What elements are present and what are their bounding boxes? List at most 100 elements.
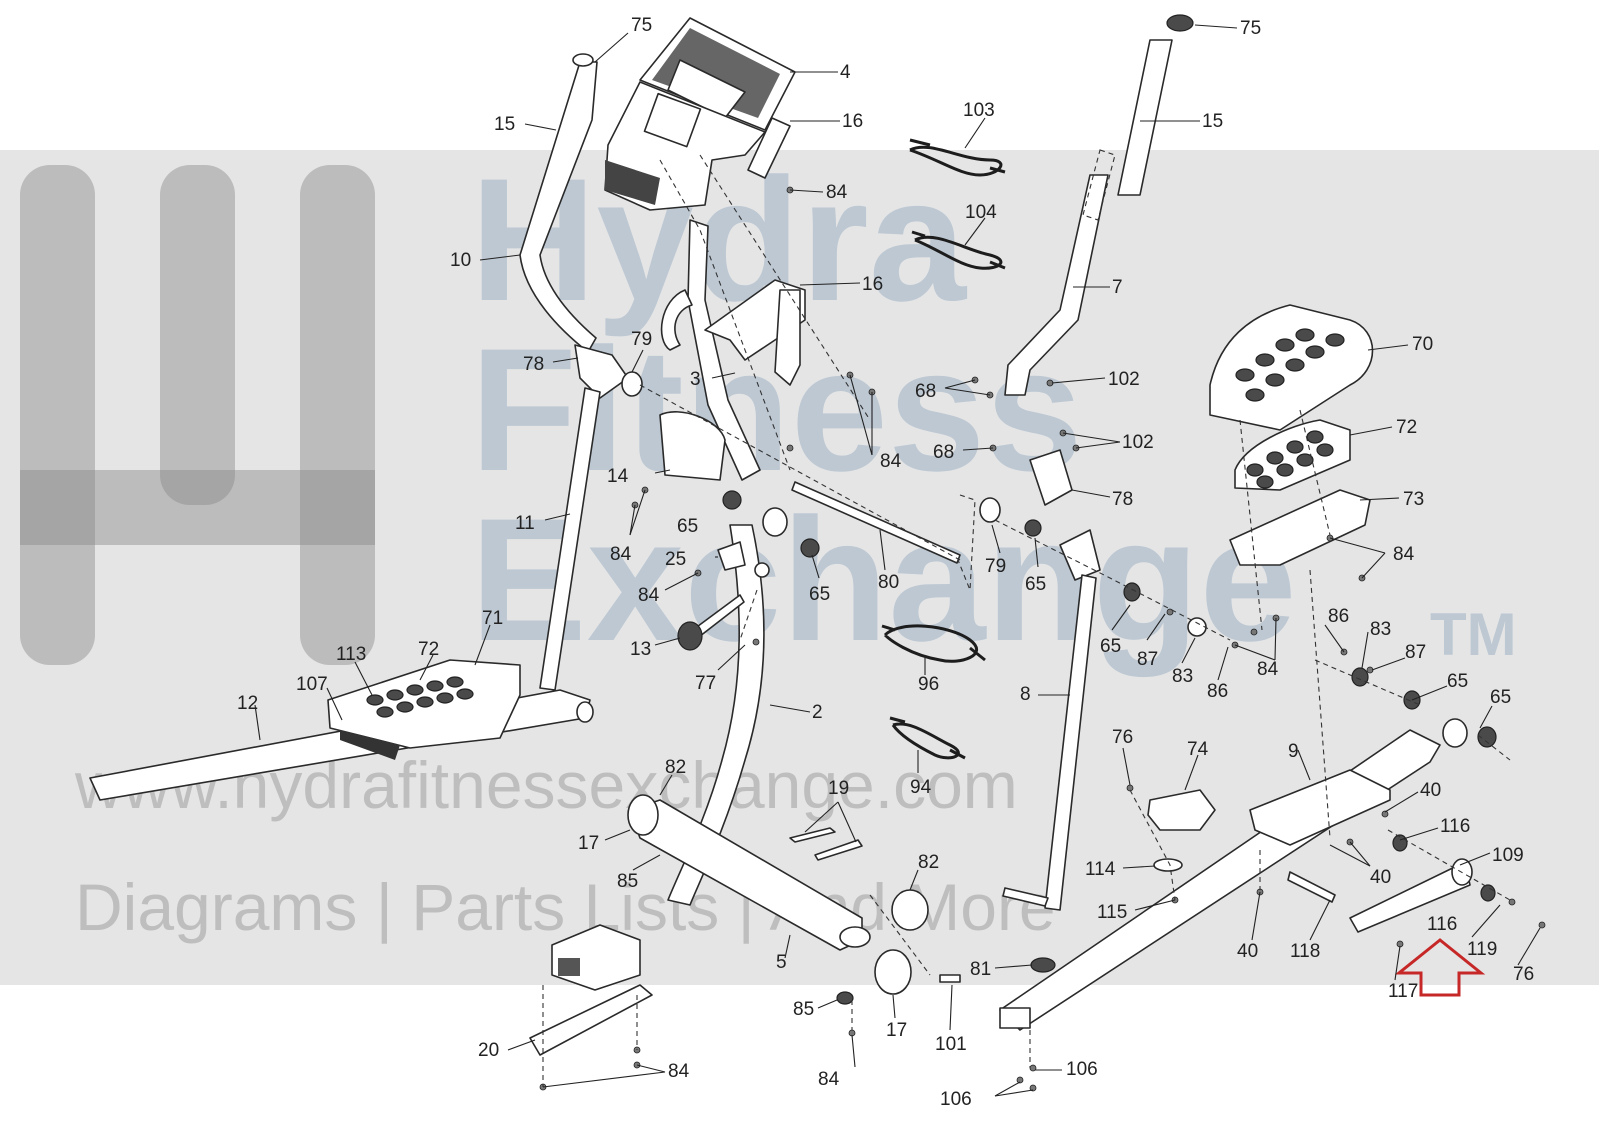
callout-84: 84 (610, 544, 632, 565)
cable-94 (889, 716, 966, 760)
upright-top-bushing (762, 507, 788, 537)
nut-65-center (1024, 519, 1042, 537)
left-pivot-78 (574, 344, 629, 399)
callout-85: 85 (617, 871, 638, 892)
watermark-logo-icon (20, 165, 375, 665)
callout-25: 25 (665, 549, 686, 570)
callout-117: 117 (1388, 981, 1418, 1002)
callout-96: 96 (918, 674, 939, 695)
callout-leaders (254, 24, 1541, 1097)
callout-84: 84 (638, 585, 660, 606)
callout-76: 76 (1112, 727, 1133, 748)
console-assembly (604, 17, 796, 211)
tube-15-hidden (1082, 149, 1116, 221)
bolt-101 (939, 974, 961, 983)
callout-106: 106 (1066, 1059, 1098, 1080)
callout-13: 13 (630, 639, 651, 660)
callout-81: 81 (970, 959, 991, 980)
callout-65: 65 (1447, 671, 1468, 692)
callout-82: 82 (918, 852, 939, 873)
right-pedal-pad-70-holes (1235, 328, 1345, 402)
knob-13 (677, 621, 703, 651)
left-arm-bushing (576, 701, 594, 723)
callout-8: 8 (1020, 684, 1031, 705)
callout-72: 72 (418, 639, 439, 660)
callout-76: 76 (1513, 964, 1534, 985)
callout-65: 65 (1490, 687, 1511, 708)
callout-74: 74 (1187, 739, 1209, 760)
lower-arm-8 (1044, 574, 1097, 911)
callout-15: 15 (1202, 111, 1223, 132)
callout-14: 14 (607, 466, 629, 487)
arm-9-bushing (1442, 718, 1468, 748)
callout-86: 86 (1207, 681, 1228, 702)
washer-83 (1187, 617, 1207, 637)
foot-85 (836, 991, 854, 1005)
callout-80: 80 (878, 572, 899, 593)
callout-84: 84 (668, 1061, 690, 1082)
end-cap-75-right (1166, 14, 1194, 32)
upright-2 (667, 524, 765, 906)
bushing-79 (621, 371, 643, 397)
assembly-lines (542, 154, 1511, 1087)
callout-79: 79 (985, 556, 1006, 577)
left-pedal-strap-107 (340, 730, 400, 760)
right-tube-15 (1117, 39, 1173, 196)
callout-104: 104 (965, 202, 997, 223)
callout-84: 84 (1257, 659, 1279, 680)
callout-102: 102 (1122, 432, 1154, 453)
upright-3 (687, 219, 761, 481)
callout-116: 116 (1440, 816, 1470, 837)
callout-85: 85 (793, 999, 814, 1020)
spacer-small (754, 562, 770, 578)
callout-16: 16 (842, 111, 863, 132)
highlight-arrow-icon (1394, 938, 1486, 997)
callout-106: 106 (940, 1089, 972, 1110)
lower-arm-pivot-8 (1059, 529, 1101, 581)
callout-40: 40 (1370, 867, 1391, 888)
callout-101: 101 (935, 1034, 967, 1055)
callout-9: 9 (1288, 741, 1299, 762)
callout-87: 87 (1137, 649, 1158, 670)
nut-116-upper (1392, 834, 1408, 852)
callout-7: 7 (1112, 277, 1123, 298)
callout-5: 5 (776, 952, 787, 973)
callout-17: 17 (578, 833, 599, 854)
arm-8-bolt (1002, 887, 1049, 907)
callout-65: 65 (1100, 636, 1121, 657)
cable-96 (881, 624, 986, 663)
callout-20: 20 (478, 1040, 499, 1061)
watermark-brand-line3: Exchange (470, 483, 1297, 678)
crossbar-end (839, 926, 871, 948)
axle-80 (791, 481, 961, 564)
callout-68: 68 (933, 442, 954, 463)
callout-84: 84 (1393, 544, 1415, 565)
nut-65-far (1477, 726, 1497, 748)
pedal-block-74 (1147, 789, 1216, 831)
callout-84: 84 (818, 1069, 840, 1090)
callout-82: 82 (665, 757, 686, 778)
right-pedal-pad-72-cleats (1246, 430, 1334, 489)
callout-40: 40 (1420, 780, 1441, 801)
callout-65: 65 (809, 584, 830, 605)
callout-labels: 75 4 15 16 84 10 16 78 79 3 84 14 65 11 … (237, 15, 1534, 1110)
front-stabilizer-20 (529, 984, 653, 1056)
axle-118 (1287, 871, 1336, 903)
callout-2: 2 (812, 702, 823, 723)
callout-109: 109 (1492, 845, 1524, 866)
callout-83: 83 (1172, 666, 1193, 687)
callout-70: 70 (1412, 334, 1433, 355)
left-lower-arm-11 (539, 387, 601, 691)
callout-19: 19 (828, 778, 849, 799)
foot-81 (1030, 957, 1056, 973)
callout-86: 86 (1328, 606, 1349, 627)
right-handlebar-7 (1004, 174, 1109, 396)
end-cap-17 (627, 794, 659, 836)
handle-grip-16 (774, 289, 801, 386)
end-cap-82 (891, 889, 929, 931)
spacer-114 (1153, 858, 1183, 872)
callout-68: 68 (915, 381, 936, 402)
callout-84: 84 (826, 182, 848, 203)
